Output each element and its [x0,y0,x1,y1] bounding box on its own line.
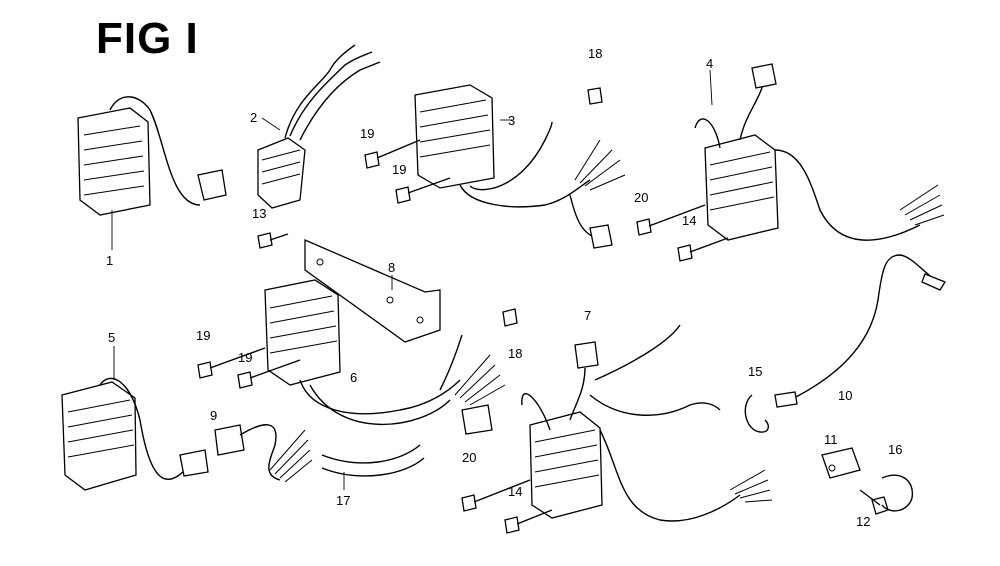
bolt-19-a [364,139,421,169]
part-connector-9 [214,424,313,483]
figure-title: FIG I [96,14,199,63]
callout-11: 11 [824,432,838,447]
callout-2: 2 [250,110,257,125]
part-regulator-7 [521,324,773,522]
bolt-20-top [636,204,706,236]
callout-3: 3 [508,113,515,128]
callout-18-top: 18 [588,46,602,61]
part-bolt-12 [859,489,889,515]
callout-6: 6 [350,370,357,385]
callout-20-top: 20 [634,190,648,205]
callout-13: 13 [252,206,266,221]
callout-5: 5 [108,330,115,345]
part-bracket-11 [821,447,861,479]
callout-19-c: 19 [196,328,210,343]
callout-14-bottom: 14 [508,484,522,499]
bolt-18-top [587,87,603,105]
part-regulator-4 [694,63,945,241]
callout-12: 12 [856,514,870,529]
part-clip-15 [744,394,769,433]
part-regulator-1 [77,96,227,250]
bolt-13 [257,232,289,249]
part-clamp-16 [881,474,914,512]
callout-18-mid: 18 [508,346,522,361]
callout-16: 16 [888,442,902,457]
bolt-14-bottom [504,509,553,534]
part-wire-10 [774,254,946,408]
callout-7: 7 [584,308,591,323]
part-regulator-6 [264,279,506,435]
bolt-20-bottom [461,479,531,512]
callout-9: 9 [210,408,217,423]
callout-19-d: 19 [238,350,252,365]
part-hose-17 [321,444,425,490]
part-regulator-5 [61,346,209,491]
callout-4: 4 [706,56,713,71]
callout-14-top: 14 [682,213,696,228]
bolt-14-top [677,237,729,262]
bolt-18-mid [502,308,518,327]
bolt-19-b [395,177,451,204]
callout-20-bottom: 20 [462,450,476,465]
callout-1: 1 [106,253,113,268]
callout-8: 8 [388,260,395,275]
callout-labels: 1 2 3 4 5 6 7 8 9 10 11 12 13 14 14 15 1… [106,46,902,529]
bolt-19-c [197,347,266,379]
callout-19-a: 19 [360,126,374,141]
bolt-19-d [237,359,301,389]
part-regulator-2 [257,44,381,209]
callout-15: 15 [748,364,762,379]
part-bracket-8 [304,239,441,343]
callout-17: 17 [336,493,350,508]
callout-19-b: 19 [392,162,406,177]
part-regulator-3 [414,84,626,249]
callout-10: 10 [838,388,852,403]
